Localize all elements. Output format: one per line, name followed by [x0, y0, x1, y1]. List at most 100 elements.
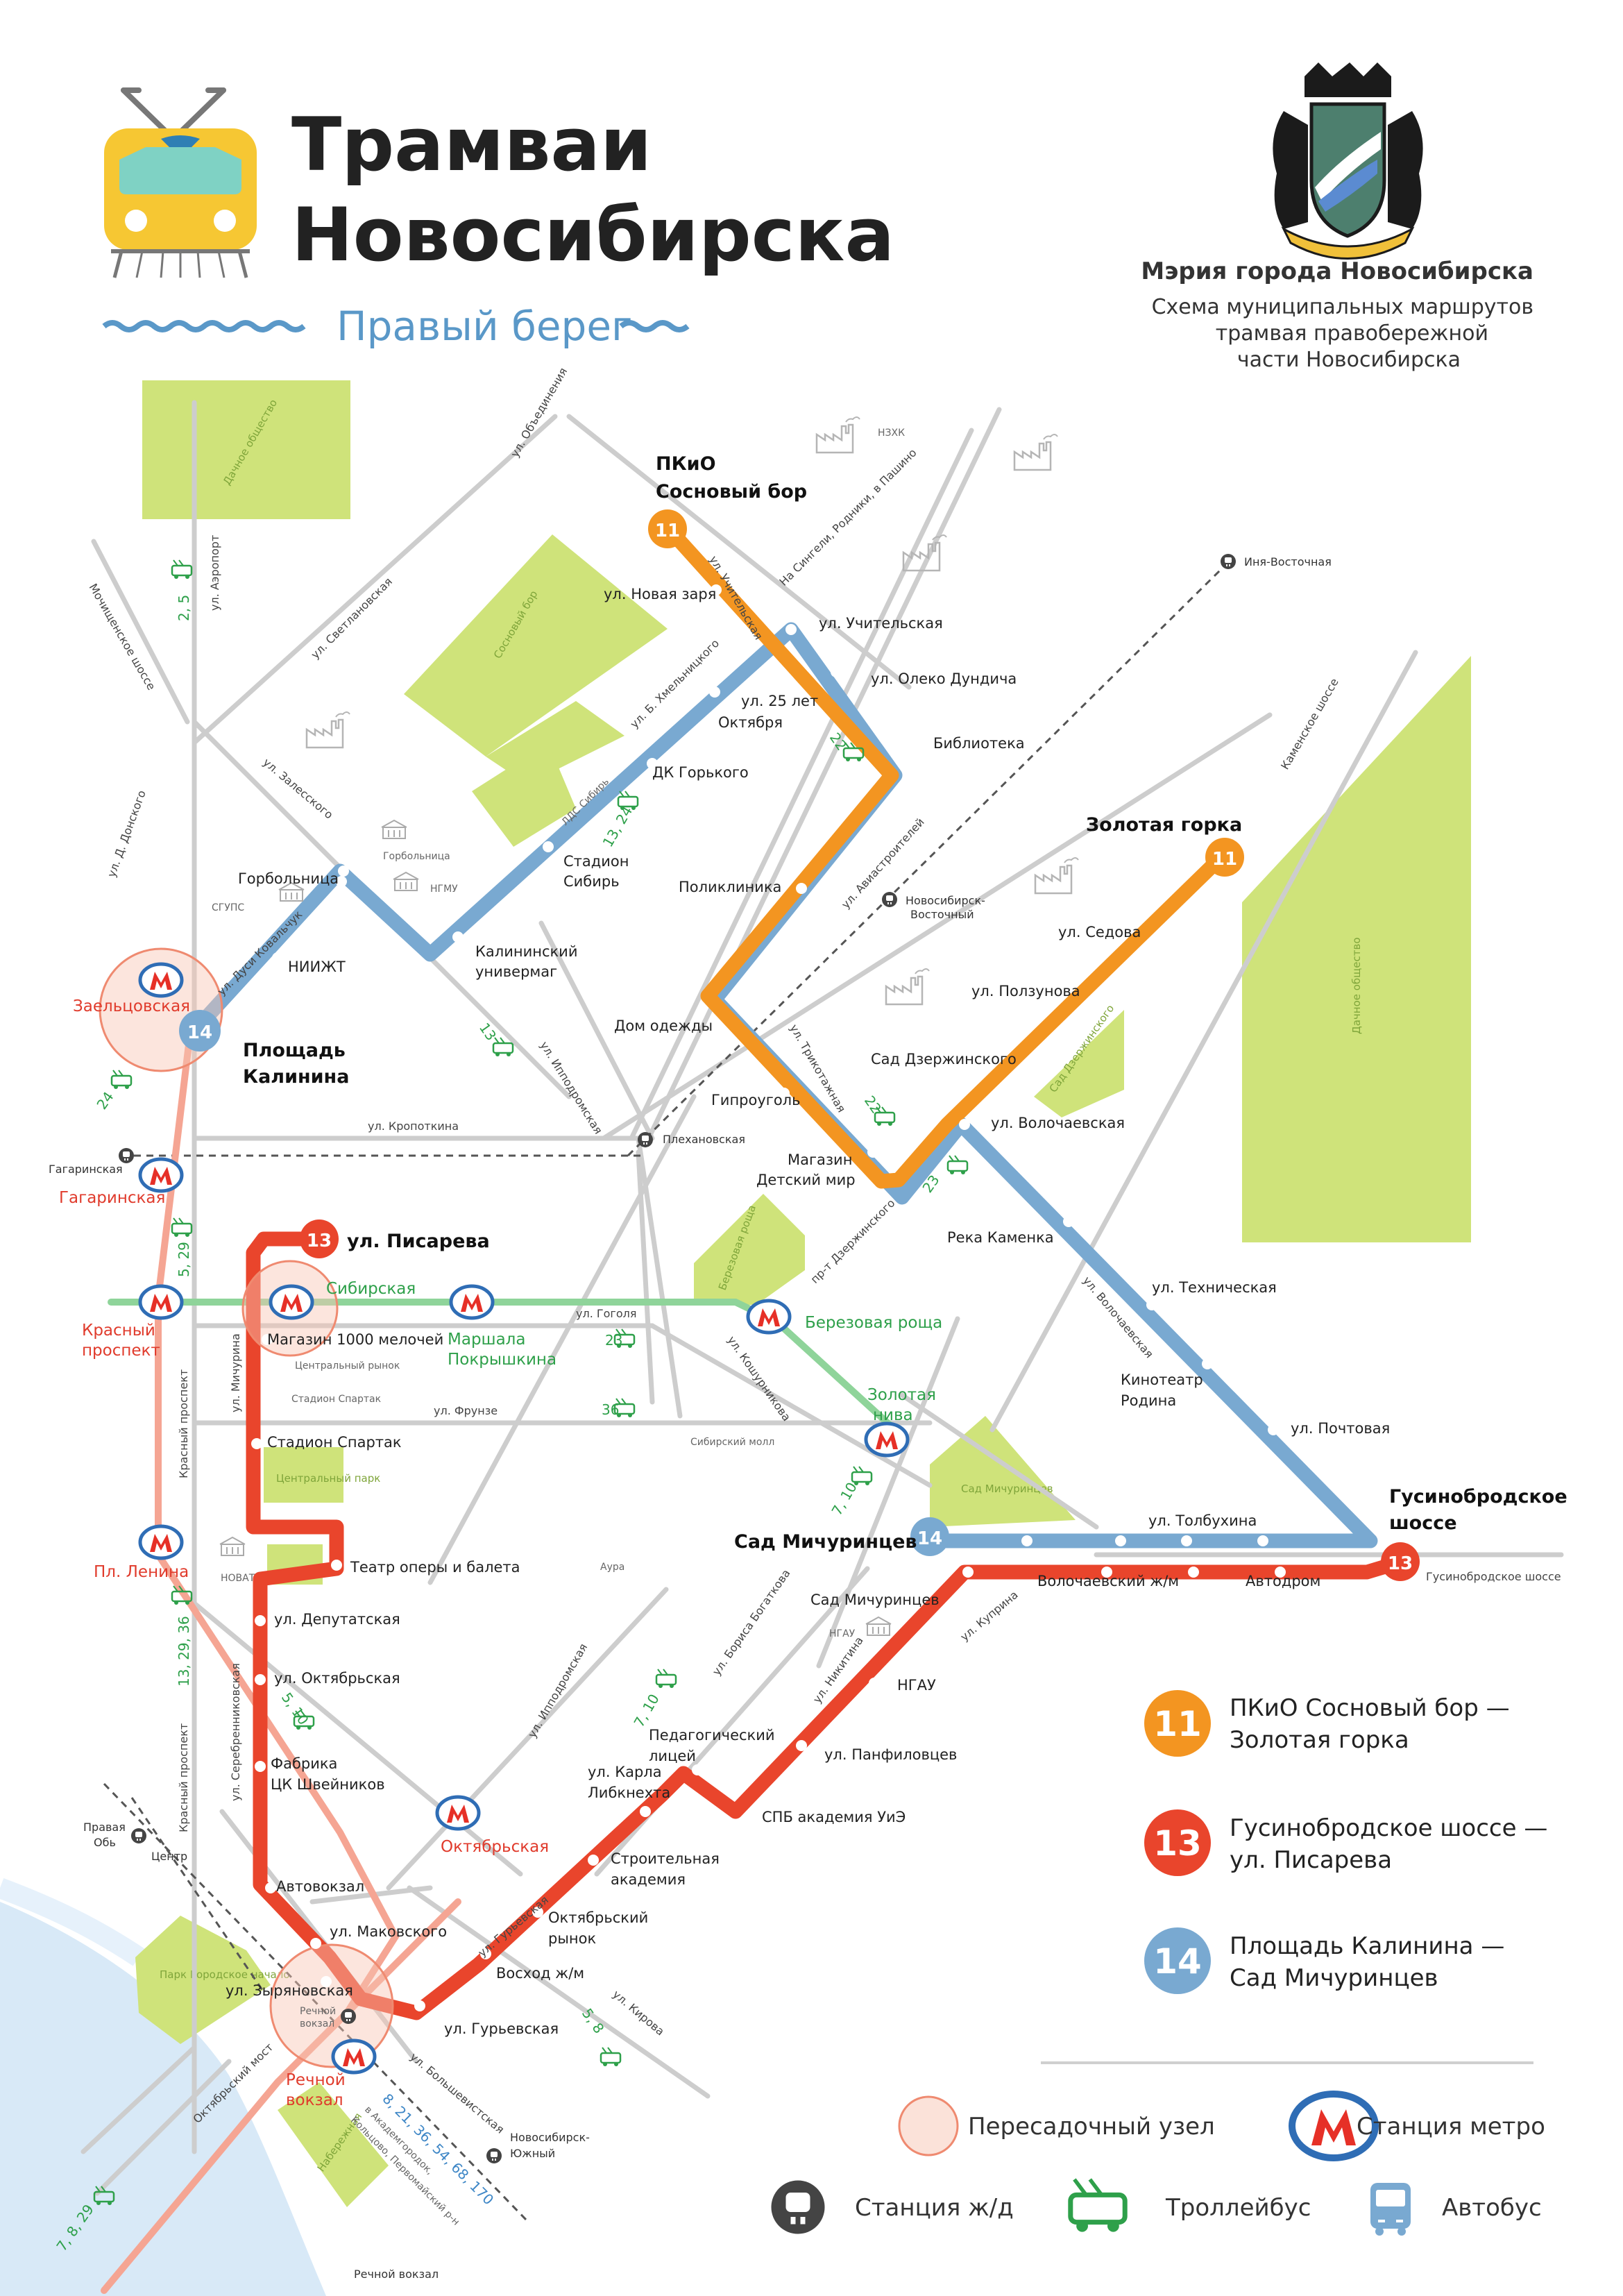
station-dot — [336, 876, 347, 887]
terminal-14-michurintsev: 14 — [917, 1528, 942, 1549]
svg-text:Либкнехта: Либкнехта — [588, 1784, 670, 1801]
station-dot — [796, 883, 807, 894]
station-dot — [543, 841, 554, 852]
mayor-desc-2: трамвая правобережной — [1216, 321, 1488, 346]
park-naberezhnaya — [278, 2082, 389, 2207]
station-dot — [962, 1567, 974, 1578]
svg-text:Обь: Обь — [94, 1836, 116, 1849]
station-dot — [709, 686, 720, 698]
svg-text:ул. Олеко Дундича: ул. Олеко Дундича — [871, 670, 1017, 687]
terminal-kalinina-l2: Калинина — [243, 1066, 349, 1088]
road-network — [80, 400, 1564, 2196]
route-13-line — [246, 1231, 1404, 2020]
legend-bus: Автобус — [1442, 2194, 1542, 2222]
svg-text:ул. Волочаевская: ул. Волочаевская — [991, 1115, 1125, 1131]
legend-route-14-from: Площадь Калинина — — [1230, 1932, 1504, 1960]
svg-text:ул. Новая заря: ул. Новая заря — [604, 586, 716, 602]
station-dot — [338, 866, 349, 877]
metro-label-gagarinskaya: Гагаринская — [59, 1189, 165, 1207]
svg-text:5, 29: 5, 29 — [176, 1242, 192, 1277]
svg-text:ул. Кропоткина: ул. Кропоткина — [368, 1120, 459, 1133]
station-dot — [255, 1761, 266, 1772]
legend-route-13-badge: 13 — [1153, 1823, 1202, 1864]
svg-text:НИИЖТ: НИИЖТ — [288, 959, 346, 975]
station-dot — [255, 1674, 266, 1685]
svg-text:7, 10: 7, 10 — [631, 1691, 663, 1730]
svg-text:Дом одежды: Дом одежды — [614, 1018, 713, 1034]
metro-label-krasny-l1: Красный — [82, 1322, 155, 1340]
svg-text:Сибирский молл: Сибирский молл — [690, 1437, 774, 1448]
svg-text:ул. Кошурникова: ул. Кошурникова — [725, 1333, 794, 1424]
svg-text:Сад Мичуринцев: Сад Мичуринцев — [810, 1592, 940, 1608]
svg-text:ул. Куприна: ул. Куприна — [958, 1588, 1020, 1644]
station-dot — [779, 1088, 790, 1099]
station-dot — [692, 1764, 703, 1775]
metro-label-rechnoy-l1: Речной — [286, 2071, 346, 2089]
terminal-pkio-l2: Сосновый бор — [656, 481, 807, 503]
svg-text:Родина: Родина — [1121, 1392, 1176, 1409]
svg-text:НГАУ: НГАУ — [829, 1628, 856, 1639]
svg-text:вокзал: вокзал — [300, 2018, 334, 2029]
svg-text:ЦК Швейников: ЦК Швейников — [271, 1776, 385, 1793]
svg-text:Калининский: Калининский — [475, 943, 577, 960]
terminals: 11 11 13 13 14 14 — [179, 509, 1420, 1581]
station-dot — [171, 904, 182, 915]
terminal-gusino-l2: шоссе — [1389, 1512, 1457, 1534]
svg-text:Педагогический: Педагогический — [649, 1727, 775, 1744]
svg-text:Горбольница: Горбольница — [238, 870, 339, 887]
svg-text:НГАУ: НГАУ — [897, 1677, 936, 1694]
svg-text:ул. Техническая: ул. Техническая — [1152, 1279, 1277, 1296]
svg-text:Детский мир: Детский мир — [756, 1172, 856, 1188]
svg-text:Октябрьский: Октябрьский — [548, 1909, 648, 1926]
svg-text:Гипроуголь: Гипроуголь — [711, 1092, 800, 1108]
legend-transfer: Пересадочный узел — [968, 2113, 1215, 2141]
legend-route-14-badge: 14 — [1153, 1941, 1202, 1982]
metro-label-krasny-l2: проспект — [82, 1342, 160, 1360]
svg-text:Автодром: Автодром — [1246, 1573, 1320, 1589]
svg-text:ул. Мичурина: ул. Мичурина — [229, 1333, 242, 1412]
svg-text:На Сингели, Родники, в Пашино: На Сингели, Родники, в Пашино — [776, 446, 919, 589]
terminal-14-kalinina: 14 — [187, 1022, 212, 1043]
svg-text:универмаг: универмаг — [475, 963, 557, 980]
svg-text:24: 24 — [93, 1088, 117, 1113]
mayor-title: Мэрия города Новосибирска — [1141, 258, 1533, 285]
railways — [103, 568, 1223, 2222]
svg-text:ул. Карла: ул. Карла — [588, 1764, 662, 1780]
park-gorodskoe — [135, 1916, 271, 2044]
station-dot — [251, 1438, 262, 1449]
svg-text:ул. Кирова: ул. Кирова — [610, 1988, 667, 2038]
legend-rail-icon — [771, 2180, 825, 2234]
svg-text:Южный: Южный — [510, 2147, 555, 2160]
station-dot — [255, 1615, 266, 1626]
svg-text:36: 36 — [602, 1401, 619, 1418]
svg-text:ул. Седова: ул. Седова — [1058, 924, 1141, 940]
svg-text:Центр: Центр — [151, 1850, 187, 1863]
metro-label-marshala-l2: Покрышкина — [448, 1351, 556, 1369]
station-dot — [1046, 988, 1057, 999]
svg-text:ул. Ипподромская: ул. Ипподромская — [525, 1641, 590, 1740]
legend-trolley-icon — [1071, 2179, 1125, 2232]
station-dot — [647, 758, 658, 769]
svg-text:Плехановская: Плехановская — [663, 1133, 745, 1146]
svg-text:ул. Серебренниковская: ул. Серебренниковская — [229, 1663, 242, 1801]
svg-text:Строительная: Строительная — [611, 1850, 720, 1867]
metro-label-zolotaya-l1: Золотая — [867, 1386, 936, 1404]
station-dot — [272, 952, 283, 963]
svg-text:Река Каменка: Река Каменка — [947, 1229, 1054, 1246]
svg-text:ул. 25 лет: ул. 25 лет — [741, 693, 818, 709]
svg-text:Фабрика: Фабрика — [271, 1755, 337, 1772]
station-dot — [1063, 1216, 1074, 1227]
metro-label-marshala-l1: Маршала — [448, 1331, 525, 1349]
svg-text:Библиотека: Библиотека — [933, 735, 1025, 752]
svg-text:ул. Почтовая: ул. Почтовая — [1291, 1420, 1390, 1437]
park-label-dachnoe-2: Дачное общество — [1350, 937, 1363, 1034]
coat-of-arms-icon — [1273, 62, 1423, 260]
legend-route-11-badge: 11 — [1153, 1704, 1202, 1744]
svg-text:Волочаевский ж/м: Волочаевский ж/м — [1037, 1573, 1179, 1589]
legend-route-13-to: ул. Писарева — [1230, 1846, 1392, 1874]
svg-text:Стадион: Стадион — [563, 853, 629, 870]
svg-text:ул. Д. Донского: ул. Д. Донского — [105, 788, 148, 879]
station-dot — [532, 1907, 543, 1918]
terminal-michurintsev: Сад Мичуринцев — [734, 1531, 917, 1553]
svg-text:СПБ академия УиЭ: СПБ академия УиЭ — [762, 1809, 906, 1825]
